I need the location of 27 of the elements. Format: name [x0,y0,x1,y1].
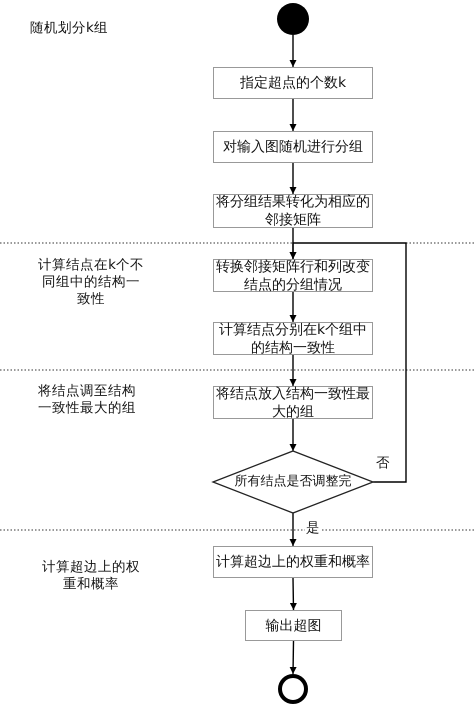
process-box: 转换邻接矩阵行和列改变结点的分组情况 [213,259,373,292]
process-box: 将结点放入结构一致性最大的组 [213,386,373,419]
arrow [290,641,297,674]
arrow [290,355,296,386]
edge-label: 否 [375,456,391,471]
arrow [290,578,297,610]
stage-label: 随机划分k组 [30,20,109,37]
edge-label: 是 [305,520,321,536]
process-box: 计算结点分别在k个组中的结构一致性 [213,322,373,355]
decision-text: 所有结点是否调整完 [234,473,352,491]
stage-label: 计算结点在k个不同组中的结构一致性 [38,257,144,308]
arrow [290,35,296,67]
arrow [290,292,296,322]
arrow [290,242,407,483]
process-box: 输出超图 [245,610,342,641]
process-box: 指定超点的个数k [213,67,373,99]
stage-label: 将结点调至结构一致性最大的组 [38,383,137,417]
arrow [290,513,296,546]
start-circle [277,3,309,35]
arrow [290,163,296,194]
process-box: 将分组结果转化为相应的邻接矩阵 [213,194,373,228]
end-circle [278,674,308,704]
process-box: 对输入图随机进行分组 [213,131,373,163]
arrow [290,419,296,451]
stage-label: 计算超边上的权重和概率 [41,559,141,593]
process-box: 计算超边上的权重和概率 [213,546,373,578]
arrow [290,99,296,131]
